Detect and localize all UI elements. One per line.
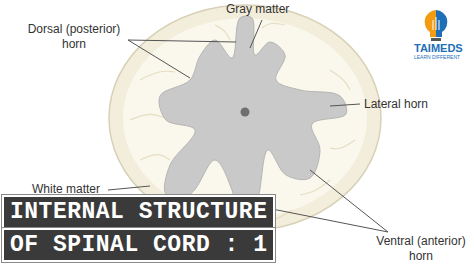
region-label: Gray matter: [226, 2, 316, 17]
leader-line: [128, 40, 236, 42]
tract-line: [215, 25, 230, 40]
region-label: Lateral horn: [364, 97, 454, 112]
tract-line: [262, 23, 285, 28]
tract-line: [140, 155, 170, 160]
region-label: Dorsal (posterior) horn: [20, 22, 128, 52]
leader-line: [310, 170, 388, 232]
gray-matter-shape: [159, 16, 347, 216]
title-text: INTERNAL STRUCTURE OF SPINAL CORD : 1: [4, 197, 273, 260]
central-canal: [241, 108, 250, 117]
logo-bulb: [425, 10, 448, 41]
region-label: White matter: [32, 182, 112, 197]
logo-tagline: LEARN DIFFERENT: [408, 54, 466, 60]
tract-line: [330, 140, 355, 149]
tract-line: [140, 71, 175, 80]
leader-line: [108, 186, 150, 190]
leader-line: [128, 40, 190, 78]
title-banner: INTERNAL STRUCTURE OF SPINAL CORD : 1: [4, 196, 294, 262]
region-label: Ventral (anterior) horn: [372, 234, 470, 264]
tract-line: [130, 114, 165, 120]
leader-line: [250, 20, 262, 48]
leader-line: [330, 104, 360, 106]
logo-text: TAIMEDS: [414, 42, 460, 54]
tract-line: [330, 70, 350, 90]
